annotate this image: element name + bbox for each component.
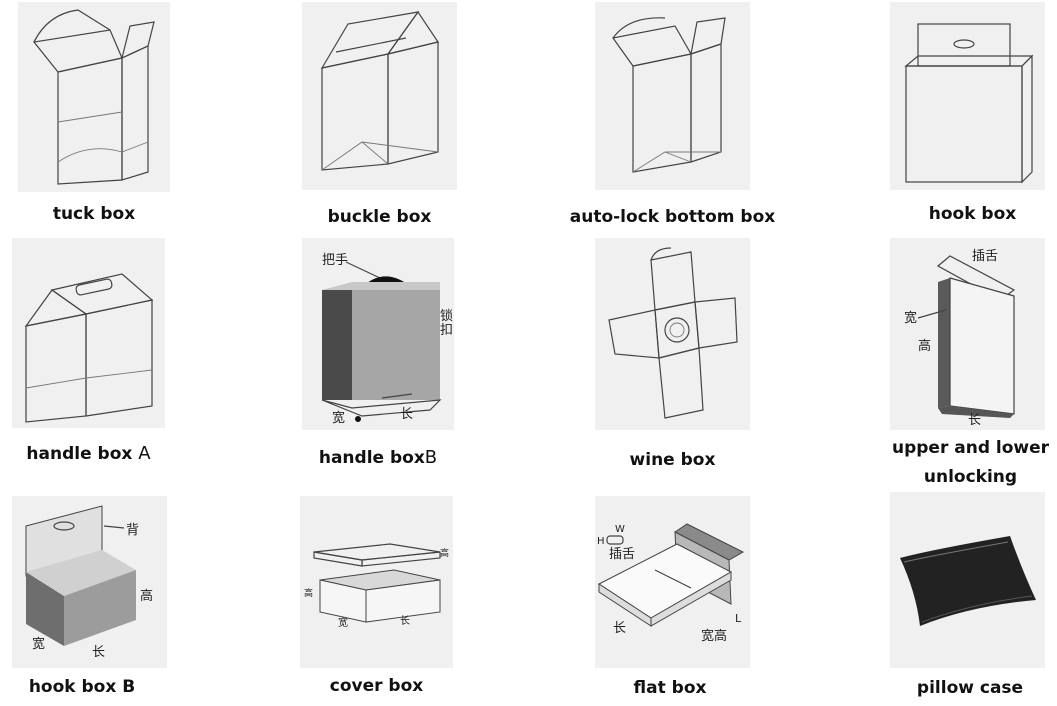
width-label-hb: 宽 [32,636,45,652]
upper-lower-unlocking-caption: upper and lower unlocking [888,438,1053,488]
upper-lower-unlocking-drawing: 插舌 宽 高 长 [904,249,1016,428]
cover-box-drawing: 高 高 宽 长 [304,543,449,629]
hook-box-b-caption: hook box B [28,677,136,697]
height-label-hb: 高 [140,588,153,604]
tuck-box-drawing [32,9,155,185]
handle-box-a-suffix: A [138,443,151,464]
hook-box-drawing [904,23,1034,184]
height-label-ul: 高 [918,338,931,354]
handle-label: 把手 [322,253,348,268]
tongue-label-fb: 插舌 [609,547,635,562]
l-label: L [735,612,742,625]
back-label: 背 [126,523,139,538]
wine-box-drawing [608,247,738,419]
width-label: 宽 [332,410,345,426]
buckle-box-image [302,2,457,190]
buckle-box-drawing [320,10,439,171]
handle-box-a-drawing [24,273,154,423]
cover-box-caption: cover box [329,676,424,696]
tuck-box-caption: tuck box [52,204,136,224]
w-label: W [615,524,625,535]
tuck-box-image [18,2,170,192]
width-label-cb: 宽 [338,616,348,629]
upper-lower-unlocking-image: 插舌 宽 高 长 [890,238,1045,430]
length-label: 长 [400,407,413,422]
handle-box-b-caption: handle boxB [318,447,438,468]
height-top-label: 高 [440,547,449,559]
length-label-cb: 长 [400,615,410,627]
wine-box-image [595,238,750,430]
h-label: H [597,536,605,547]
width-label-ul: 宽 [904,310,917,326]
handle-box-b-image: 把手 锁 扣 宽 长 [302,238,454,430]
hook-box-caption: hook box [928,204,1017,224]
length-label-ul: 长 [968,413,981,428]
flat-box-image: W H 插舌 L 长 宽高 [595,496,750,668]
length-label-hb: 长 [92,645,105,660]
handle-box-b-suffix: B [424,447,438,468]
auto-lock-bottom-box-drawing [611,17,726,173]
hook-box-b-image: 背 高 宽 长 [12,496,167,668]
upper-lower-unlocking-caption-line2: unlocking [923,467,1018,488]
lock-label-1: 锁 [440,308,453,324]
width-height-label-fb: 宽高 [701,628,727,644]
lock-label-2: 扣 [440,323,453,338]
wine-box-caption: wine box [629,450,716,470]
tongue-label: 插舌 [972,249,998,264]
cover-box-image: 高 高 宽 长 [300,496,453,668]
flat-box-caption: flat box [633,678,707,698]
pillow-case-caption: pillow case [916,678,1024,698]
buckle-box-caption: buckle box [327,207,432,227]
hook-box-b-drawing: 背 高 宽 长 [25,505,153,660]
pillow-case-image [890,492,1045,668]
handle-box-a-caption: handle box A [26,443,151,464]
pillow-case-drawing [900,536,1036,626]
length-label-fb: 长 [613,621,626,636]
hook-box-image [890,2,1045,190]
auto-lock-bottom-box-caption: auto-lock bottom box [569,207,776,227]
auto-lock-bottom-box-image [595,2,750,190]
flat-box-drawing: W H 插舌 L 长 宽高 [597,523,745,644]
handle-box-b-drawing: 把手 锁 扣 宽 长 [321,253,453,426]
handle-box-a-image [12,238,165,428]
height-side-label: 高 [304,587,313,599]
